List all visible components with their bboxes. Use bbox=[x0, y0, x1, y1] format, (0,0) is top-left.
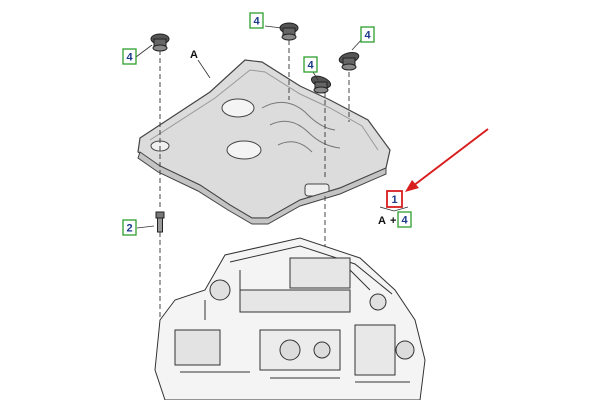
callout-highlight: 1 bbox=[379, 190, 409, 212]
engine-block bbox=[154, 237, 426, 400]
rubber-grommet-icon bbox=[279, 22, 299, 41]
svg-text:1: 1 bbox=[391, 194, 397, 206]
stud-bolt-icon bbox=[155, 211, 165, 233]
svg-text:2: 2 bbox=[126, 223, 132, 235]
svg-text:A: A bbox=[378, 215, 386, 227]
svg-text:4: 4 bbox=[401, 215, 408, 227]
svg-text:+: + bbox=[390, 215, 396, 227]
formula: A + 4 bbox=[378, 211, 412, 228]
svg-text:4: 4 bbox=[126, 52, 133, 64]
svg-text:4: 4 bbox=[253, 16, 260, 28]
callout-bolt: 2 bbox=[122, 219, 137, 236]
rubber-grommet-icon bbox=[150, 33, 170, 52]
callout-clip-right: 4 bbox=[360, 26, 375, 43]
svg-text:4: 4 bbox=[364, 30, 371, 42]
red-pointer-arrow-icon bbox=[405, 128, 489, 192]
callout-clip-mid: 4 bbox=[303, 56, 318, 73]
leader-lines bbox=[135, 25, 364, 229]
engine-cover bbox=[137, 59, 391, 225]
callout-clip-left: 4 bbox=[122, 48, 137, 65]
svg-text:4: 4 bbox=[307, 60, 314, 72]
rubber-grommet-icon bbox=[338, 52, 360, 71]
cover-label: A bbox=[190, 49, 198, 61]
rubber-grommet-icon bbox=[310, 75, 332, 94]
callout-clip-top: 4 bbox=[249, 12, 264, 29]
